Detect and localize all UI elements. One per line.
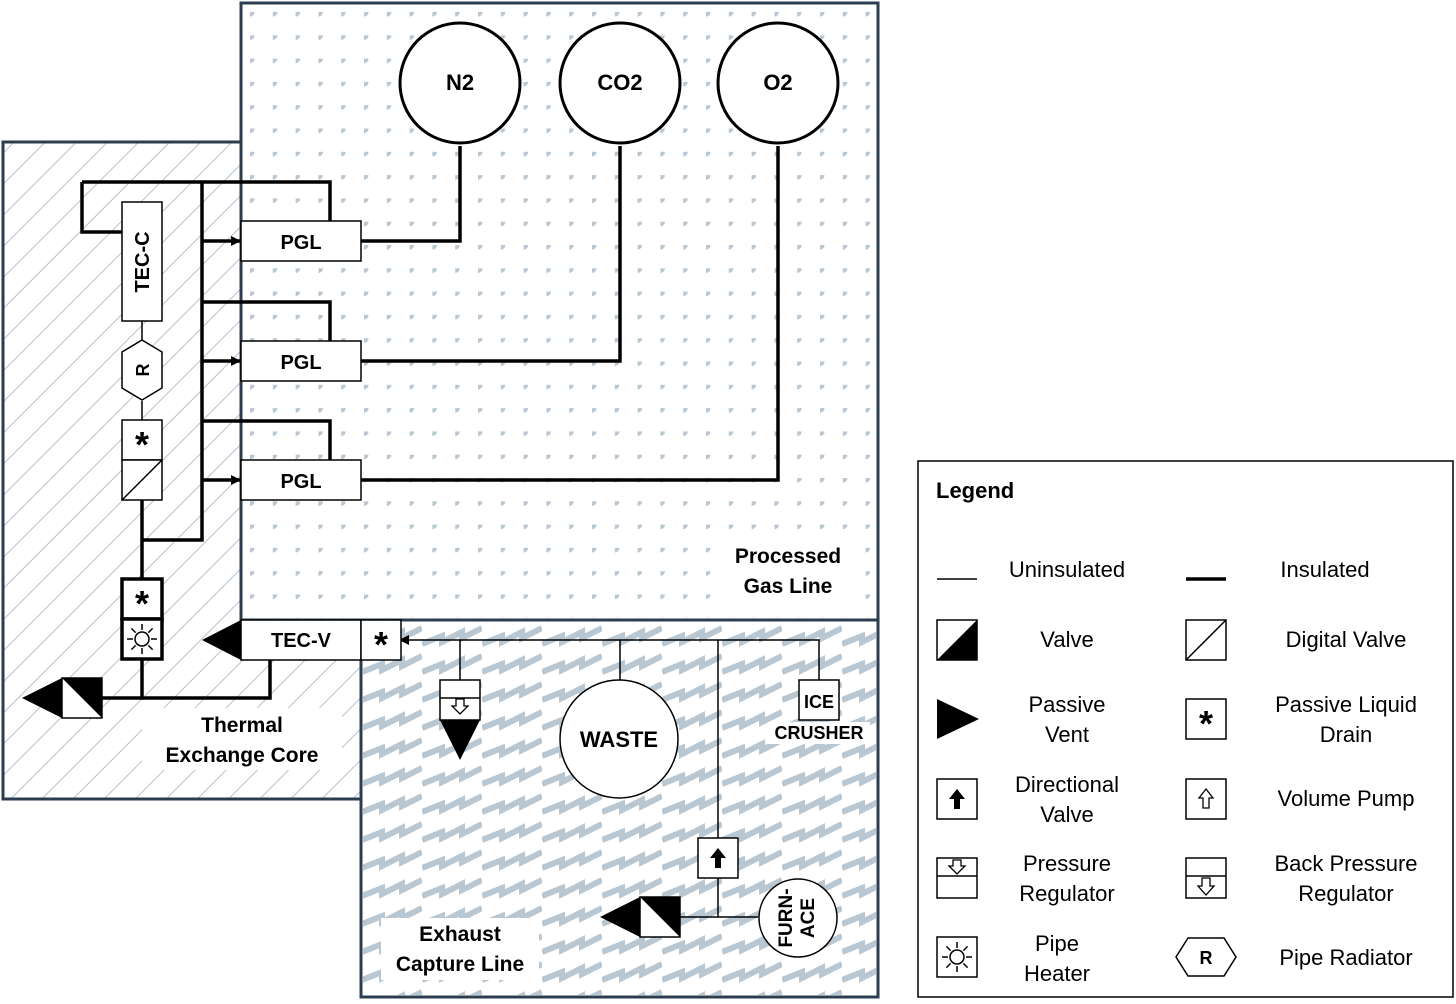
tec-v-drain-icon: * [360, 619, 402, 665]
svg-text:Regulator: Regulator [1019, 881, 1114, 906]
tank-co2: CO2 [558, 21, 682, 145]
svg-text:PGL: PGL [280, 232, 321, 254]
insulated-pipes [80, 146, 780, 700]
legend-volume-pump-icon [1185, 778, 1227, 820]
svg-text:Regulator: Regulator [1298, 881, 1393, 906]
svg-text:*: * [135, 583, 149, 624]
svg-text:Valve: Valve [1040, 627, 1093, 652]
svg-text:*: * [1199, 703, 1213, 744]
svg-text:PGL: PGL [280, 352, 321, 374]
svg-text:TEC-C: TEC-C [132, 231, 154, 292]
legend-directional-valve-icon [936, 778, 978, 820]
label-exhaust-capture-line: Exhaust Capture Line [381, 918, 539, 980]
valve-bottom-left-icon [22, 677, 103, 719]
tank-o2: O2 [716, 21, 840, 145]
svg-text:Vent: Vent [1045, 722, 1089, 747]
legend-back-pressure-regulator-icon [1185, 857, 1227, 899]
svg-text:Exchange Core: Exchange Core [166, 744, 319, 767]
svg-text:Pressure: Pressure [1023, 851, 1111, 876]
legend-passive-vent-icon [937, 699, 979, 739]
pipe-radiator-icon: R [121, 339, 163, 401]
svg-text:R: R [1200, 948, 1213, 968]
svg-text:Pipe Radiator: Pipe Radiator [1279, 945, 1412, 970]
tec-v-box: TEC-V [240, 619, 362, 661]
svg-text:CO2: CO2 [597, 70, 642, 95]
svg-text:Drain: Drain [1320, 722, 1373, 747]
svg-text:Volume Pump: Volume Pump [1278, 786, 1415, 811]
legend-pressure-regulator-icon [936, 857, 978, 899]
legend-valve-icon [936, 619, 978, 661]
legend: Legend Uninsulated Insulated Valve Digit… [917, 460, 1454, 998]
svg-text:FURN-: FURN- [776, 888, 797, 947]
legend-pipe-radiator-icon: R [1175, 937, 1237, 977]
tank-waste: WASTE [559, 679, 679, 799]
label-processed-gas-line: Processed Gas Line [718, 540, 852, 602]
svg-text:TEC-V: TEC-V [271, 630, 332, 652]
svg-text:CRUSHER: CRUSHER [774, 723, 863, 743]
svg-text:Heater: Heater [1024, 961, 1090, 986]
svg-text:Digital Valve: Digital Valve [1286, 627, 1407, 652]
svg-text:Insulated: Insulated [1280, 557, 1369, 582]
exhaust-valve-icon [600, 896, 681, 938]
svg-text:Uninsulated: Uninsulated [1009, 557, 1125, 582]
pgl-box-n2: PGL [240, 220, 362, 262]
legend-passive-liquid-drain-icon: * [1185, 698, 1227, 744]
svg-text:ACE: ACE [798, 898, 819, 938]
svg-text:Passive: Passive [1028, 692, 1105, 717]
svg-text:Pipe: Pipe [1035, 931, 1079, 956]
pgl-box-co2: PGL [240, 340, 362, 382]
svg-text:Directional: Directional [1015, 772, 1119, 797]
svg-text:Valve: Valve [1040, 802, 1093, 827]
svg-text:R: R [133, 364, 153, 377]
pgl-box-o2: PGL [240, 459, 362, 501]
svg-text:N2: N2 [446, 70, 474, 95]
back-pressure-regulator-icon [439, 679, 481, 721]
tank-n2: N2 [398, 21, 522, 145]
svg-text:Legend: Legend [936, 478, 1014, 503]
svg-text:*: * [374, 624, 388, 665]
svg-text:Processed: Processed [735, 545, 841, 568]
tank-furnace: FURN- ACE [758, 878, 838, 958]
passive-liquid-drain-icon: * [121, 419, 163, 465]
svg-text:*: * [135, 424, 149, 465]
svg-text:Gas Line: Gas Line [744, 575, 833, 598]
ice-crusher: ICE CRUSHER [768, 679, 870, 744]
svg-text:Capture Line: Capture Line [396, 953, 524, 976]
tec-v-vent-icon [202, 620, 241, 660]
digital-valve-icon [121, 459, 163, 501]
pipe-heater-icon [120, 617, 164, 661]
exhaust-passive-vent-icon [440, 720, 480, 760]
svg-text:Back Pressure: Back Pressure [1274, 851, 1417, 876]
tec-c-box: TEC-C [121, 201, 163, 322]
legend-digital-valve-icon [1185, 619, 1227, 661]
label-thermal-exchange-core: Thermal Exchange Core [142, 708, 342, 770]
svg-text:Thermal: Thermal [201, 714, 283, 737]
svg-text:Passive Liquid: Passive Liquid [1275, 692, 1417, 717]
svg-text:Exhaust: Exhaust [419, 923, 501, 946]
directional-valve-icon [697, 837, 739, 879]
svg-text:ICE: ICE [804, 692, 834, 712]
svg-text:WASTE: WASTE [580, 727, 658, 752]
svg-text:PGL: PGL [280, 471, 321, 493]
svg-text:O2: O2 [763, 70, 792, 95]
legend-pipe-heater-icon [936, 936, 978, 978]
uninsulated-pipes [141, 321, 820, 918]
